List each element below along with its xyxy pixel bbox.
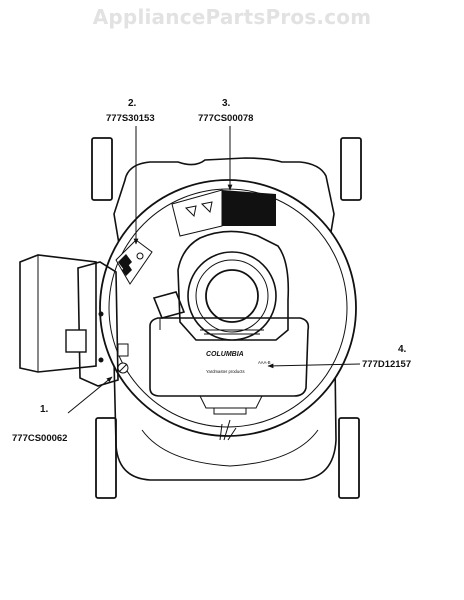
- callout-part-4: 777D12157: [362, 359, 411, 370]
- callout-part-3: 777CS00078: [198, 113, 253, 124]
- wheel-icon: [340, 137, 362, 201]
- callout-number-1: 1.: [40, 404, 49, 415]
- brand-subtext: Yardmaster products: [206, 369, 245, 374]
- callout-number-2: 2.: [128, 98, 137, 109]
- warning-decal-icon: [115, 239, 153, 285]
- discharge-chute: [19, 254, 119, 387]
- grass-icon: [219, 419, 237, 441]
- callout-number-3: 3.: [222, 98, 231, 109]
- arrow-icon: [67, 376, 113, 414]
- engine-tag-text: AAA-B: [258, 360, 271, 365]
- wheel-icon: [91, 137, 113, 201]
- wheel-icon: [338, 417, 360, 499]
- wheel-icon: [95, 417, 117, 499]
- callout-part-1: 777CS00062: [12, 433, 67, 444]
- callout-1: 1. 777CS00062: [12, 376, 113, 444]
- warning-decal-icon: [171, 189, 276, 237]
- callout-2: 2. 777S30153: [106, 98, 155, 245]
- engine-brand-label: COLUMBIA Yardmaster products AAA-B: [206, 351, 271, 374]
- engine-front-housing: [149, 291, 310, 415]
- watermark-text: AppliancePartsPros.com: [93, 5, 372, 29]
- brand-text: COLUMBIA: [206, 351, 244, 358]
- arrow-icon: [267, 363, 361, 369]
- callout-part-2: 777S30153: [106, 113, 155, 124]
- callout-4: 4. 777D12157: [267, 344, 411, 370]
- callout-3: 3. 777CS00078: [198, 98, 253, 191]
- callout-number-4: 4.: [398, 344, 407, 355]
- warning-decal-icon: [117, 343, 129, 374]
